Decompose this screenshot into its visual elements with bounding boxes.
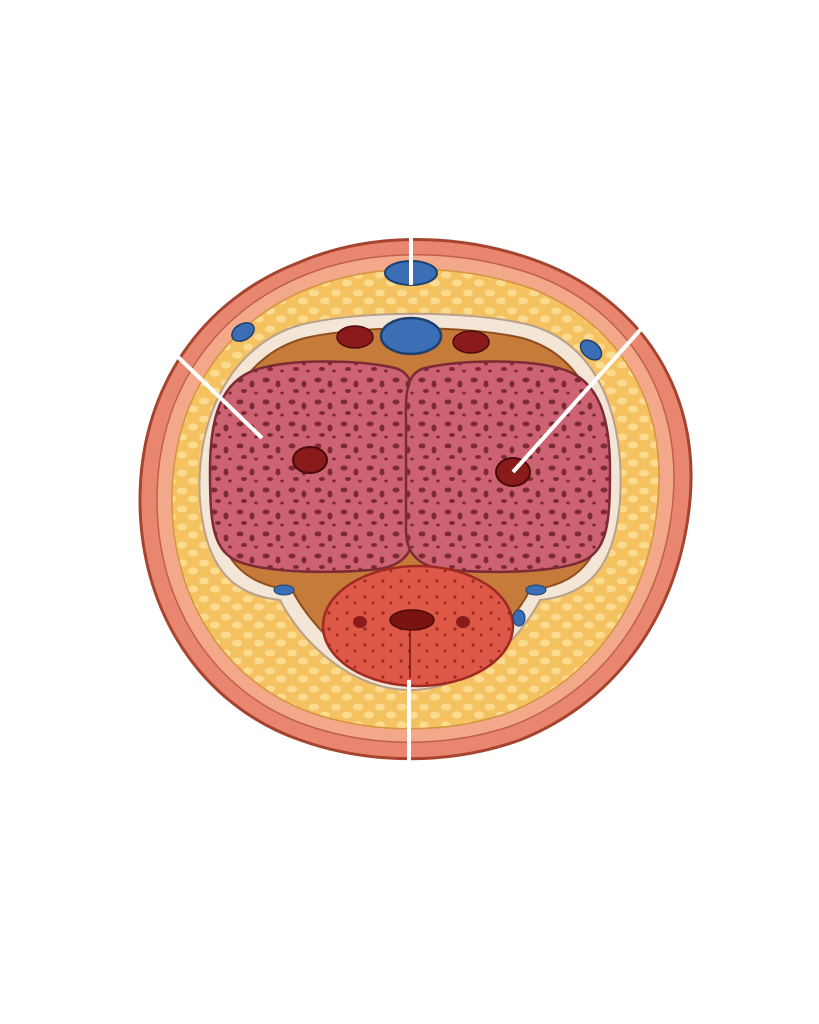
label-artery-desc: (SALUR MASUK) xyxy=(638,209,752,226)
label-vein: VENA (SALUR DARAH KELUAR) xyxy=(210,110,610,153)
lateral-vein-right xyxy=(579,339,603,361)
label-spongiosum-name: CORPUS SPONGIOSUM xyxy=(324,800,496,817)
spongiosum-artery-left xyxy=(353,616,367,628)
caption-line-1: Mengapa Dapat Berlaku: Saluran darah art… xyxy=(131,883,688,900)
deep-dorsal-vein xyxy=(379,316,443,356)
label-corpus-spongiosum: CORPUS SPONGIOSUM (SALURAN URETRA) xyxy=(260,800,560,838)
label-cavernosa-line3: (RUANG UTAMA xyxy=(64,224,166,240)
label-cavernosa-line1: CORPUS xyxy=(87,192,143,207)
label-corpus-cavernosa: CORPUS CAVERNOSA (RUANG UTAMA DARAH MENG… xyxy=(10,192,220,257)
caption-line-4: Aliran darah ini penting untuk fungsi er… xyxy=(213,952,606,970)
caption-text: Mengapa Dapat Berlaku: Saluran darah art… xyxy=(40,880,779,973)
label-cavernosa-line4: DARAH MENGERAS) xyxy=(50,240,180,256)
small-vein-right xyxy=(525,584,547,596)
small-vein-left xyxy=(273,584,295,596)
spongiosum-artery-right xyxy=(456,616,470,628)
label-artery-name: ARTERI xyxy=(668,192,722,208)
pointer-cavernosa xyxy=(148,328,264,440)
deep-artery-left xyxy=(292,446,328,474)
dorsal-artery-left xyxy=(336,325,374,349)
label-vein-name: VENA xyxy=(389,110,431,127)
pointer-artery xyxy=(511,288,678,474)
label-vein-desc: (SALUR DARAH KELUAR) xyxy=(281,129,539,151)
dorsal-artery-right xyxy=(452,330,490,354)
urethra xyxy=(389,609,435,631)
diagram-title: STRUKTUR ZAKAR xyxy=(244,26,575,64)
label-spongiosum-desc: (SALURAN URETRA) xyxy=(335,818,485,836)
caption-line-3: daripada corpus cavernosa. xyxy=(309,929,510,947)
lateral-vein-left xyxy=(231,322,255,342)
caption-line-2: darah ke dalam ruang corpus cavernosa, d… xyxy=(171,906,648,924)
label-artery: ARTERI (SALUR MASUK) xyxy=(600,192,790,227)
small-vein-bottom-right xyxy=(512,609,526,627)
label-cavernosa-line2: CAVERNOSA xyxy=(73,208,157,224)
